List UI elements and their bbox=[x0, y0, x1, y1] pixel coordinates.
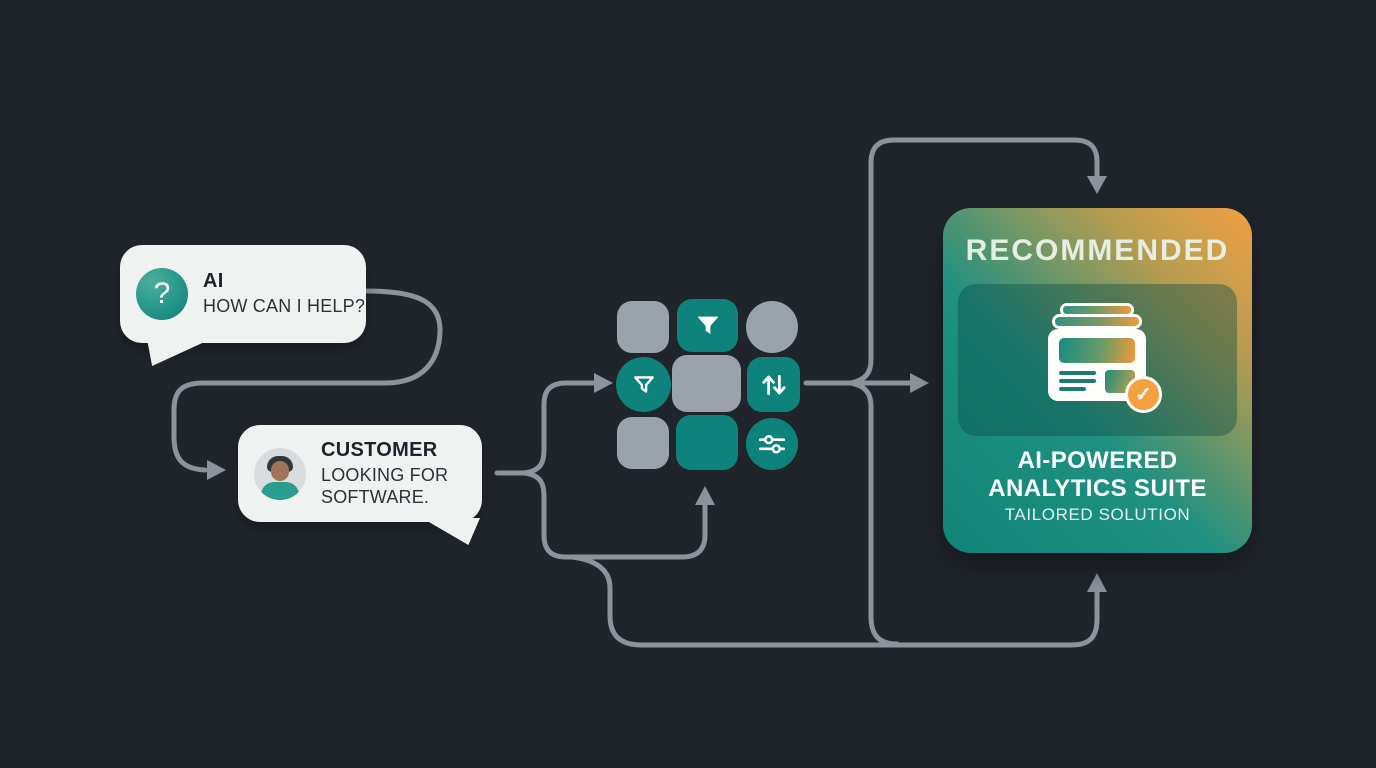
customer-bubble-text: CUSTOMER LOOKING FOR SOFTWARE. bbox=[321, 439, 453, 507]
ai-chat-bubble: ? AI HOW CAN I HELP? bbox=[120, 245, 366, 366]
grid-tile-teal-blank bbox=[676, 415, 738, 470]
connector-customer-bypass-drop bbox=[569, 554, 645, 648]
connector-customer-down-branch bbox=[521, 470, 708, 560]
doc-image-block bbox=[1059, 338, 1135, 363]
person-shirt bbox=[261, 481, 299, 500]
grid-tile-filter-outline bbox=[616, 357, 671, 412]
check-icon: ✓ bbox=[1125, 376, 1162, 413]
arrowhead-into-card-left bbox=[910, 373, 929, 393]
doc-line bbox=[1059, 387, 1086, 391]
doc-line bbox=[1059, 379, 1096, 383]
card-title: AI-POWERED ANALYTICS SUITE bbox=[943, 447, 1252, 503]
person-head bbox=[271, 460, 289, 481]
arrowhead-into-customer bbox=[207, 460, 226, 480]
grid-tile-sort bbox=[747, 357, 800, 412]
question-mark-icon: ? bbox=[136, 268, 188, 320]
grid-tile-gray-3 bbox=[617, 417, 669, 469]
connector-grid-up-rail bbox=[848, 137, 1100, 386]
customer-chat-bubble: CUSTOMER LOOKING FOR SOFTWARE. bbox=[238, 425, 482, 545]
person-icon bbox=[254, 447, 306, 500]
arrowhead-into-card-bottom bbox=[1087, 573, 1107, 592]
doc-stack-strip-1 bbox=[1063, 306, 1131, 314]
doc-bottom-row bbox=[1059, 370, 1135, 395]
product-preview-panel: ✓ bbox=[958, 284, 1237, 436]
arrowhead-into-grid-bottom bbox=[695, 486, 715, 505]
grid-tile-gray-circle bbox=[746, 301, 798, 353]
doc-line bbox=[1059, 371, 1096, 375]
doc-stack-strip-2 bbox=[1055, 317, 1139, 326]
recommended-label: RECOMMENDED bbox=[965, 234, 1230, 267]
card-title-line2: ANALYTICS SUITE bbox=[988, 475, 1207, 502]
ai-bubble-text: AI HOW CAN I HELP? bbox=[203, 270, 365, 317]
ai-speaker-label: AI bbox=[203, 270, 224, 293]
connector-customer-up-branch bbox=[521, 380, 598, 476]
check-glyph: ✓ bbox=[1135, 384, 1152, 406]
ai-message: HOW CAN I HELP? bbox=[203, 296, 366, 317]
filter-filled-icon bbox=[694, 312, 722, 340]
grid-tile-gray-1 bbox=[617, 301, 669, 353]
arrowhead-into-card-top bbox=[1087, 176, 1107, 194]
grid-tile-filter-filled bbox=[677, 299, 738, 352]
arrowhead-into-grid-left bbox=[594, 373, 613, 393]
customer-speaker-label: CUSTOMER bbox=[321, 439, 438, 462]
doc-text-lines bbox=[1059, 370, 1096, 395]
customer-message: LOOKING FOR SOFTWARE. bbox=[321, 465, 449, 507]
filter-outline-icon bbox=[630, 371, 658, 399]
question-mark-glyph: ? bbox=[153, 277, 171, 310]
recommendation-card: RECOMMENDED ✓ bbox=[943, 208, 1252, 553]
sliders-icon bbox=[757, 432, 787, 456]
grid-tile-gray-2 bbox=[672, 355, 741, 412]
arrow-ai-to-customer bbox=[171, 288, 443, 473]
doc-main-sheet: ✓ bbox=[1048, 329, 1162, 413]
grid-tile-sliders bbox=[746, 418, 798, 470]
connector-bottom-rail bbox=[639, 588, 1100, 648]
card-title-line1: AI-POWERED bbox=[1017, 447, 1178, 474]
connector-grid-down-rail bbox=[848, 380, 900, 647]
document-preview-icon: ✓ bbox=[1048, 306, 1162, 413]
card-subtitle: TAILORED SOLUTION bbox=[1004, 505, 1191, 524]
sort-arrows-icon bbox=[759, 372, 789, 398]
